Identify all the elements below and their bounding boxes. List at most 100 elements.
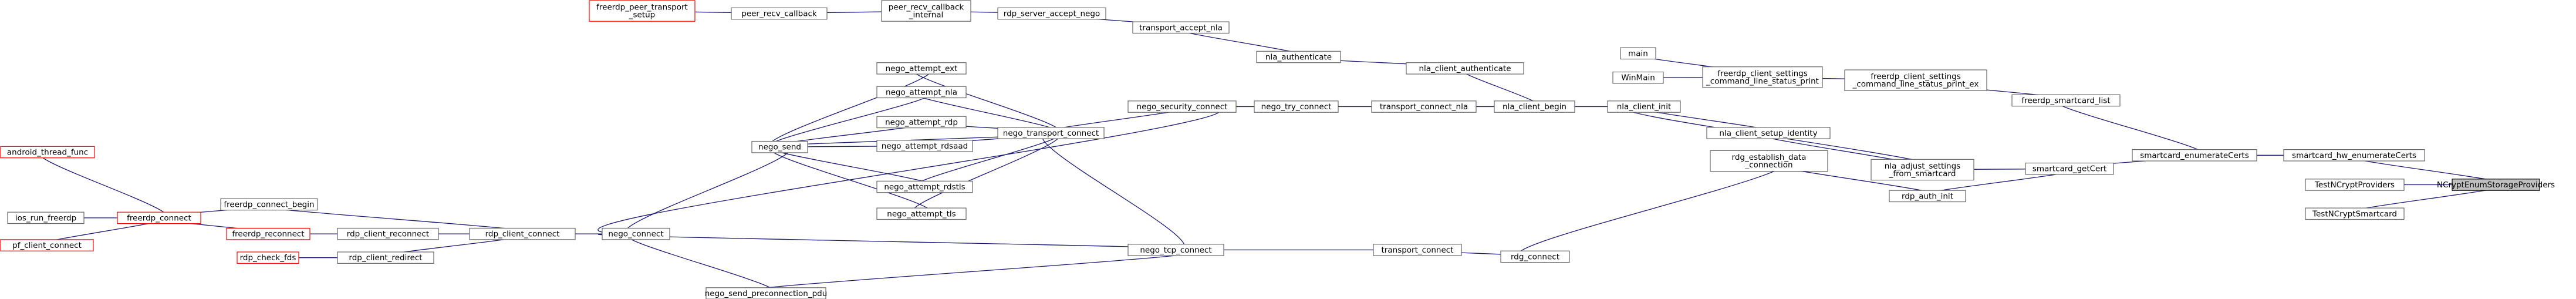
node-tsnc-prov[interactable]: TestNCryptProviders <box>2305 179 2405 191</box>
node-accept-nla[interactable]: transport_accept_nla <box>1132 21 1230 34</box>
edge-sc-list-to-sc-enum <box>2057 100 2204 158</box>
node-label: nego_send_preconnection_pdu <box>705 289 828 298</box>
node-sc-enum[interactable]: smartcard_enumerateCerts <box>2132 149 2257 162</box>
node-sc-getcert[interactable]: smartcard_getCert <box>2025 162 2114 175</box>
node-ios[interactable]: ios_run_freerdp <box>7 211 85 224</box>
node-rdp-cc[interactable]: rdp_client_connect <box>469 227 576 240</box>
node-cl-ex[interactable]: freerdp_client_settings_command_line_sta… <box>1844 69 1987 91</box>
node-box <box>7 211 85 224</box>
node-box <box>1607 100 1681 113</box>
edge-nego-connect-to-nego-send <box>625 145 791 234</box>
node-nego-send[interactable]: nego_send <box>751 140 808 153</box>
node-nla-auth[interactable]: nla_authenticate <box>1256 51 1341 63</box>
node-label: rdp_check_fds <box>240 253 296 263</box>
node-label: smartcard_hw_enumerateCerts <box>2292 151 2416 160</box>
node-auth-init[interactable]: rdp_auth_init <box>1889 190 1966 203</box>
node-box <box>226 227 310 240</box>
node-label: _internal <box>909 11 944 20</box>
node-box <box>1871 159 1974 181</box>
node-label: rdp_auth_init <box>1902 192 1953 201</box>
node-peer-setup[interactable]: freerdp_peer_transport_setup <box>589 0 696 22</box>
node-label: _from_smartcard <box>1889 169 1956 179</box>
node-box <box>1373 244 1462 256</box>
node-box <box>1494 100 1575 113</box>
node-root[interactable]: NCryptEnumStorageProviders <box>2437 179 2555 191</box>
node-box <box>2025 162 2114 175</box>
node-box <box>0 146 95 159</box>
node-nego-try[interactable]: nego_try_connect <box>1254 100 1339 113</box>
node-box <box>881 0 971 22</box>
node-tsnc-sc[interactable]: TestNCryptSmartcard <box>2305 207 2405 220</box>
node-nla-setup[interactable]: nla_client_setup_identity <box>1706 127 1831 139</box>
node-rdp-recon[interactable]: rdp_client_reconnect <box>337 227 439 240</box>
node-nego-connect[interactable]: nego_connect <box>602 227 670 240</box>
node-label: WinMain <box>1621 73 1655 83</box>
node-box <box>2452 179 2540 191</box>
node-send-precon[interactable]: nego_send_preconnection_pdu <box>705 287 828 299</box>
node-box <box>2011 94 2121 107</box>
node-fr-connect[interactable]: freerdp_connect <box>117 211 201 224</box>
node-fr-recon[interactable]: freerdp_reconnect <box>226 227 310 240</box>
node-label: _setup <box>629 11 656 20</box>
node-peer-recv-int[interactable]: peer_recv_callback_internal <box>881 0 971 22</box>
node-label: smartcard_getCert <box>2033 164 2106 174</box>
node-winmain[interactable]: WinMain <box>1612 71 1664 84</box>
node-android[interactable]: android_thread_func <box>0 146 95 159</box>
node-box <box>876 62 967 75</box>
node-nla-begin[interactable]: nla_client_begin <box>1494 100 1575 113</box>
node-box <box>1844 69 1987 91</box>
node-att-nla[interactable]: nego_attempt_nla <box>876 86 967 99</box>
node-rdp-redir[interactable]: rdp_client_redirect <box>337 251 434 264</box>
node-label: freerdp_reconnect <box>232 230 304 239</box>
node-label: rdp_client_redirect <box>349 253 422 263</box>
node-server-accept[interactable]: rdp_server_accept_nego <box>997 7 1106 20</box>
node-label: ios_run_freerdp <box>15 213 76 223</box>
node-nego-sec[interactable]: nego_security_connect <box>1127 100 1237 113</box>
node-rdg-connect[interactable]: rdg_connect <box>1500 250 1570 263</box>
node-tconnect[interactable]: transport_connect <box>1373 244 1462 256</box>
node-label: _command_line_status_print <box>1706 76 1819 86</box>
node-label: nego_attempt_rdp <box>885 117 958 127</box>
node-peer-recv[interactable]: peer_recv_callback <box>731 7 828 20</box>
node-nla-init[interactable]: nla_client_init <box>1607 100 1681 113</box>
edge-android-to-fr-connect <box>39 152 167 220</box>
node-label: rdp_client_connect <box>485 230 560 239</box>
node-att-tls[interactable]: nego_attempt_tls <box>876 207 967 220</box>
node-box <box>876 207 967 220</box>
node-main[interactable]: main <box>1620 47 1656 60</box>
node-label: nego_attempt_ext <box>886 64 958 73</box>
node-label: transport_connect <box>1382 246 1454 255</box>
node-label: pf_client_connect <box>12 241 82 250</box>
node-box <box>2305 207 2405 220</box>
node-pf[interactable]: pf_client_connect <box>0 239 94 251</box>
edge-nego-connect-to-nego-sec <box>597 104 1220 234</box>
node-box <box>1500 250 1570 263</box>
edge-send-precon-to-tcp-connect <box>737 247 1205 294</box>
node-tcp-connect[interactable]: nego_tcp_connect <box>1127 244 1224 256</box>
node-hw-enum[interactable]: smartcard_hw_enumerateCerts <box>2283 149 2425 162</box>
node-label: nla_client_authenticate <box>1419 64 1511 73</box>
node-label: freerdp_client_settings <box>1871 72 1960 82</box>
node-label: android_thread_func <box>7 148 88 157</box>
node-nla-adjust[interactable]: nla_adjust_settings_from_smartcard <box>1871 159 1974 181</box>
node-establish[interactable]: rdg_establish_data_connection <box>1710 150 1828 172</box>
node-label: nego_tcp_connect <box>1140 246 1211 255</box>
node-tconn-nla[interactable]: transport_connect_nla <box>1371 100 1477 113</box>
node-nla-auth-c[interactable]: nla_client_authenticate <box>1406 62 1524 75</box>
node-label: nla_client_setup_identity <box>1719 129 1817 138</box>
node-box <box>731 7 828 20</box>
node-nego-trans[interactable]: nego_transport_connect <box>997 127 1105 139</box>
node-att-ext[interactable]: nego_attempt_ext <box>876 62 967 75</box>
node-att-rdstls[interactable]: nego_attempt_rdstls <box>876 180 973 193</box>
node-cl[interactable]: freerdp_client_settings_command_line_sta… <box>1702 66 1823 88</box>
node-label: peer_recv_callback <box>741 9 817 19</box>
node-box <box>876 140 973 152</box>
node-check-fds[interactable]: rdp_check_fds <box>237 251 299 264</box>
node-att-rdsaad[interactable]: nego_attempt_rdsaad <box>876 140 973 152</box>
node-fr-begin[interactable]: freerdp_connect_begin <box>220 198 318 211</box>
node-label: nego_attempt_rdsaad <box>882 142 968 151</box>
node-sc-list[interactable]: freerdp_smartcard_list <box>2011 94 2121 107</box>
node-att-rdp[interactable]: nego_attempt_rdp <box>876 116 967 129</box>
node-box <box>337 227 439 240</box>
